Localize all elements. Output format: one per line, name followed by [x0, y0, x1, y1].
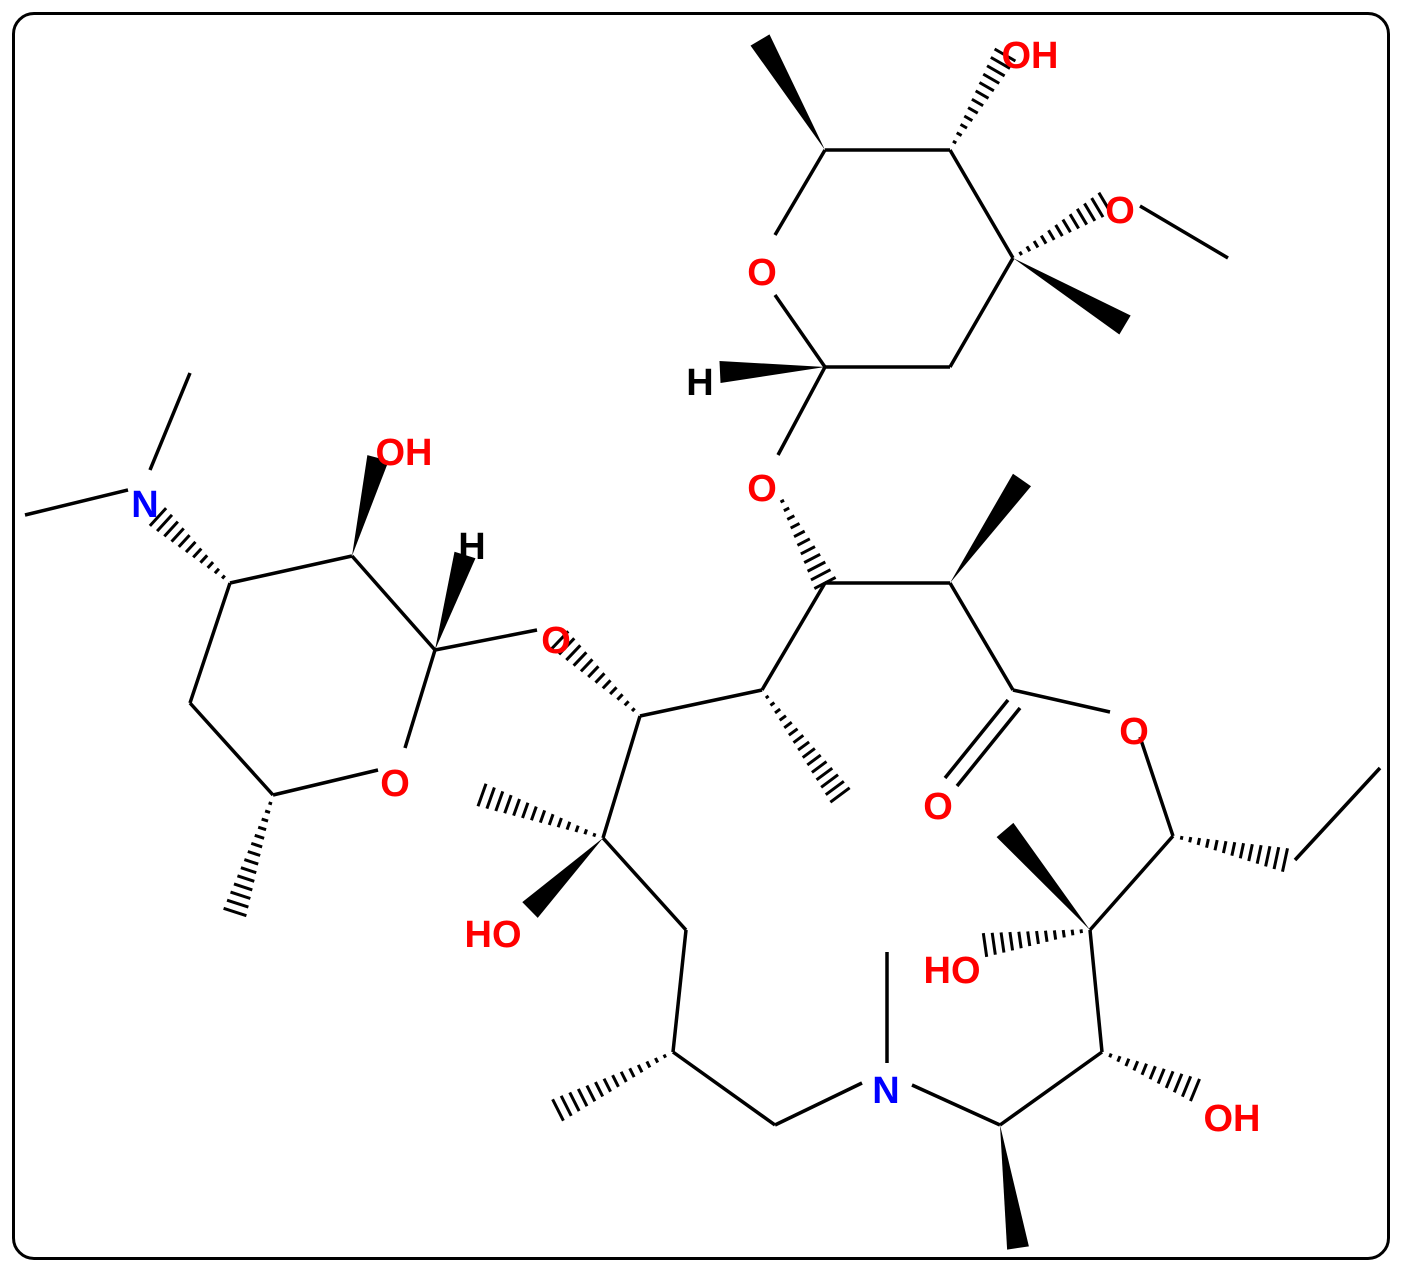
hashed-bond: [1108, 1053, 1201, 1102]
hashed-bond: [1179, 835, 1289, 873]
bond: [148, 372, 192, 471]
atom-label-oh-top: OH: [1002, 35, 1059, 77]
atom-label-o-ring-left: O: [380, 763, 410, 805]
wedge-bond: [1000, 1125, 1029, 1250]
hashed-bond: [551, 1053, 667, 1122]
bond: [1012, 688, 1111, 714]
bond: [188, 582, 232, 704]
atom-label-h-top: H: [686, 362, 713, 404]
atom-label-o-ester: O: [1119, 711, 1149, 753]
bond: [911, 1083, 1001, 1127]
atom-label-o-methoxy: O: [1105, 190, 1135, 232]
bond: [998, 1050, 1104, 1127]
wedge-bond: [1013, 258, 1131, 335]
bond: [955, 706, 1022, 788]
hashed-bond: [550, 630, 636, 713]
hashed-bond: [952, 47, 1017, 145]
atom-label-o-ring-top: O: [747, 252, 777, 294]
bond: [773, 149, 827, 236]
bond: [434, 628, 538, 652]
atom-label-oh-left: OH: [376, 432, 433, 474]
atom-label-o-carbonyl: O: [923, 786, 953, 828]
bond: [1088, 834, 1175, 932]
wedge-bond: [522, 838, 603, 918]
bond: [272, 768, 379, 797]
bond: [948, 582, 1015, 691]
bond: [948, 257, 1015, 368]
hashed-bond: [223, 801, 273, 918]
bond: [671, 929, 688, 1053]
atom-label-n-dimethyl: N: [131, 484, 158, 526]
bond: [601, 715, 642, 839]
bond: [24, 488, 129, 517]
atom-label-h-left: H: [458, 526, 485, 568]
bond: [943, 698, 1010, 780]
bond: [1088, 929, 1104, 1053]
atom-label-oh-bottom: OH: [1204, 1098, 1261, 1140]
bond: [601, 836, 688, 932]
hashed-bond: [476, 783, 597, 838]
bond: [403, 649, 437, 749]
hashed-bond: [764, 694, 851, 804]
bond: [948, 149, 1015, 259]
atom-label-n-ring: N: [872, 1070, 899, 1112]
bond: [1139, 204, 1229, 260]
bond: [776, 366, 827, 456]
wedge-bond: [352, 455, 389, 556]
wedge-bond: [719, 361, 825, 383]
wedge-bond: [435, 551, 476, 650]
wedge-bond: [950, 473, 1032, 583]
hashed-bond: [1018, 191, 1113, 256]
atom-label-o-link-top: O: [747, 468, 777, 510]
bond: [188, 701, 275, 797]
bond: [671, 1050, 777, 1127]
atom-label-ho-mid: HO: [465, 914, 522, 956]
bond: [1138, 736, 1175, 837]
wedge-bond: [996, 822, 1090, 930]
hashed-bond: [779, 498, 837, 590]
bond: [774, 1081, 863, 1127]
hashed-bond: [148, 507, 226, 580]
bond: [1293, 766, 1382, 862]
bond: [350, 554, 437, 652]
atom-label-o-link-left: O: [541, 620, 571, 662]
wedge-bond: [750, 34, 825, 150]
hashed-bond: [981, 929, 1084, 958]
bond: [229, 554, 353, 585]
atom-label-ho-right: HO: [924, 950, 981, 992]
bond: [639, 688, 763, 718]
bond: [773, 294, 827, 368]
bond: [760, 582, 827, 691]
